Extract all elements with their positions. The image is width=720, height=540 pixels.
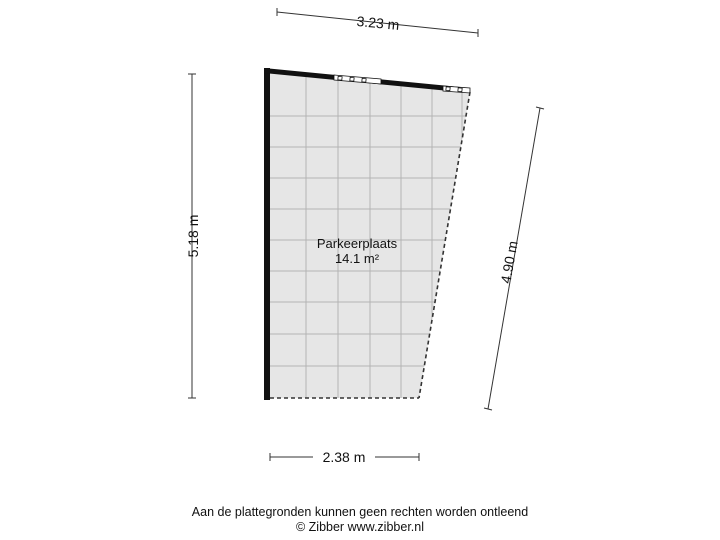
walls xyxy=(264,68,471,400)
copyright-text: © Zibber www.zibber.nl xyxy=(295,520,424,534)
disclaimer-text: Aan de plattegronden kunnen geen rechten… xyxy=(191,505,529,519)
room-name: Parkeerplaats xyxy=(317,236,398,251)
right-open-edge xyxy=(418,91,471,399)
parking-floor xyxy=(268,72,470,398)
dimension-top-label: 3.23 m xyxy=(356,13,400,33)
dimension-bottom-label: 2.38 m xyxy=(323,449,366,465)
window-1 xyxy=(333,74,382,85)
dimension-bottom xyxy=(269,453,420,461)
dimension-right xyxy=(483,106,545,411)
floor-area xyxy=(268,72,470,398)
dimension-left xyxy=(188,73,196,399)
dimension-left-label: 5.18 m xyxy=(185,215,201,258)
room-area: 14.1 m² xyxy=(335,251,380,266)
left-wall xyxy=(264,68,270,400)
dimension-right-label: 4.90 m xyxy=(497,240,520,285)
dimension-top xyxy=(276,8,479,37)
